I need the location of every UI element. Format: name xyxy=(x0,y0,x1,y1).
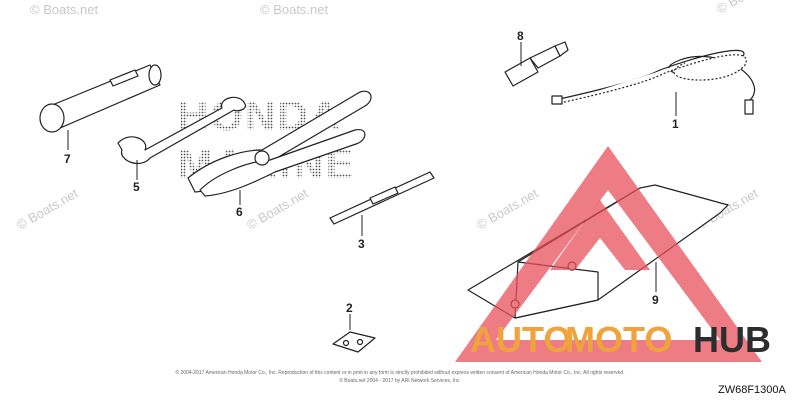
callout-2[interactable]: 2 xyxy=(346,301,353,315)
callout-6[interactable]: 6 xyxy=(236,205,243,219)
watermark-text: © Boats.net xyxy=(14,185,81,232)
pliers[interactable] xyxy=(187,90,372,197)
starter-rope[interactable] xyxy=(551,49,756,115)
watermark-text: © Boats.net xyxy=(244,185,311,232)
copyright-line-2: © Boats.net 2004 - 2017 by ARI Network S… xyxy=(339,377,461,384)
automotohub-logo: AUTO MOTO HUB xyxy=(455,146,771,362)
screwdriver[interactable] xyxy=(329,171,435,225)
watermark-text: © Boats.net xyxy=(260,2,329,17)
watermark-text: © Boats.net xyxy=(474,185,541,232)
watermark-text: © Boats.net xyxy=(30,2,99,17)
plug-wrench[interactable] xyxy=(39,64,162,133)
logo-text-auto: AUTO xyxy=(470,319,571,360)
callout-7[interactable]: 7 xyxy=(64,152,71,166)
figure-code: ZW68F1300A xyxy=(718,384,787,396)
copyright-line-1: © 2004-2017 American Honda Motor Co., In… xyxy=(175,369,624,376)
callout-8[interactable]: 8 xyxy=(517,29,524,43)
clip[interactable] xyxy=(332,331,376,353)
callout-1[interactable]: 1 xyxy=(672,117,679,131)
watermark-text: © Boats.net xyxy=(714,0,781,17)
callout-9[interactable]: 9 xyxy=(652,293,659,307)
spark-plug[interactable] xyxy=(504,41,569,87)
logo-triangle xyxy=(455,146,762,362)
callout-5[interactable]: 5 xyxy=(133,180,140,194)
logo-text-hub: HUB xyxy=(693,319,771,360)
callout-3[interactable]: 3 xyxy=(358,237,365,251)
logo-text-moto: MOTO xyxy=(565,319,672,360)
